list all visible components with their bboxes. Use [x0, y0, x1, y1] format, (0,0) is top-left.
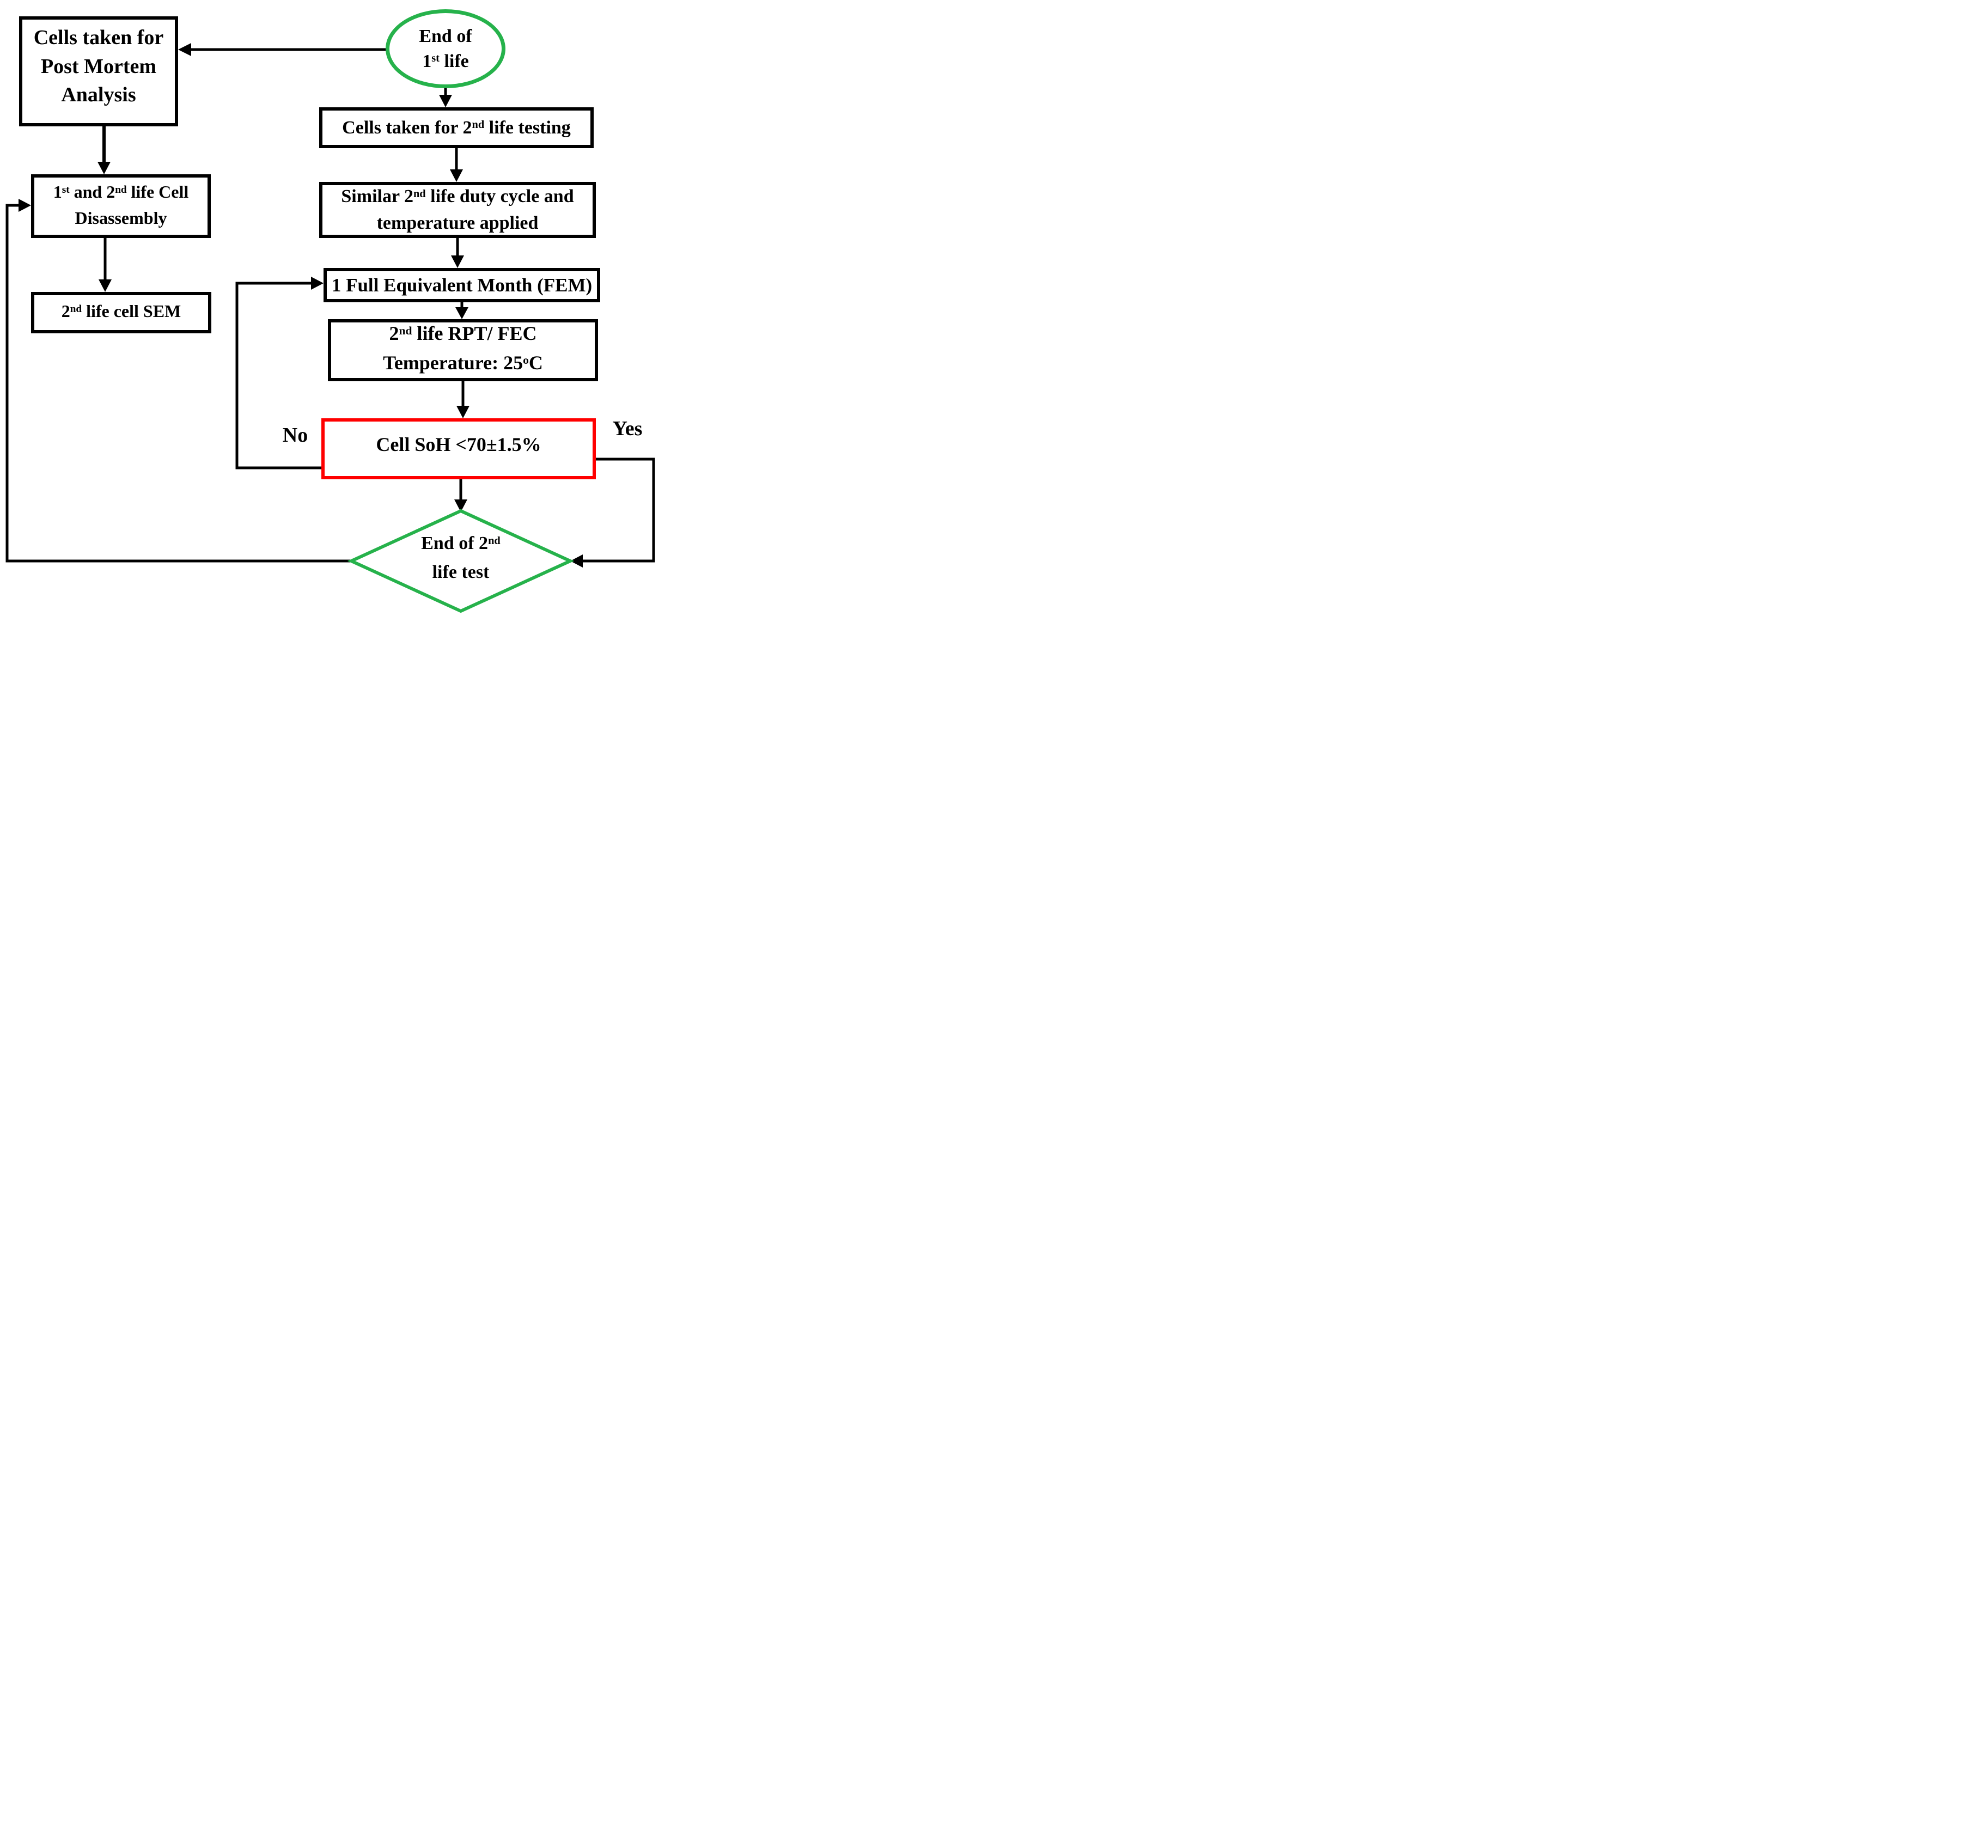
edge-fem-to-rpt [455, 301, 468, 319]
node-cell-soh-check: Cell SoH <70±1.5% [321, 418, 596, 479]
node-post-mortem-analysis: Cells taken for Post Mortem Analysis [19, 16, 178, 126]
node-label-line: Temperature: 25oC [383, 352, 543, 374]
node-label-line: End of [419, 26, 472, 46]
edge-dutycycle-to-fem [451, 236, 464, 268]
node-label-line: Similar 2nd life duty cycle and [341, 186, 574, 207]
node-cell-disassembly: 1st and 2nd life Cell Disassembly [31, 174, 211, 238]
node-label-line: temperature applied [376, 212, 539, 233]
node-label-line: Disassembly [75, 208, 167, 228]
node-label-line: 1st life [422, 51, 469, 71]
node-cells-2nd-life-testing: Cells taken for 2nd life testing [319, 107, 594, 148]
node-label-line: End of 2nd [421, 533, 501, 554]
node-label-line: Analysis [61, 83, 136, 107]
flowchart-canvas: Cells taken for Post Mortem Analysis End… [0, 0, 663, 616]
node-label-line: Post Mortem [40, 54, 157, 78]
edge-soh-yes-loop [570, 458, 655, 568]
label-no: No [282, 424, 308, 447]
node-label-line: Cells taken for 2nd life testing [342, 117, 571, 138]
edge-disassembly-to-sem [99, 236, 112, 292]
node-rpt-fec-temperature: 2nd life RPT/ FEC Temperature: 25oC [328, 319, 598, 381]
node-label-line: 2nd life RPT/ FEC [389, 322, 537, 344]
node-label-line: 1 Full Equivalent Month (FEM) [331, 274, 593, 296]
node-label-line: life test [432, 562, 490, 582]
node-2nd-life-cell-sem: 2nd life cell SEM [31, 292, 211, 333]
edge-rpt-to-soh [456, 380, 469, 418]
label-yes: Yes [612, 417, 643, 440]
edge-end1st-to-postmortem [178, 43, 387, 56]
edge-testing-to-dutycycle [450, 147, 463, 182]
edge-end2nd-to-disassembly [5, 199, 353, 563]
node-duty-cycle-temperature: Similar 2nd life duty cycle and temperat… [319, 182, 596, 238]
node-full-equivalent-month: 1 Full Equivalent Month (FEM) [324, 268, 600, 302]
node-label-line: 1st and 2nd life Cell [53, 181, 189, 202]
node-label-line: 2nd life cell SEM [61, 301, 181, 321]
flow-connectors [5, 43, 655, 613]
edge-postmortem-to-disassembly [97, 125, 111, 174]
edge-soh-to-end2nd [454, 478, 467, 512]
node-end-2nd-life-test: End of 2nd life test [351, 515, 570, 602]
edge-soh-no-loop [235, 277, 324, 469]
node-end-2nd-life-diamond-shape [347, 509, 575, 613]
node-label-line: Cell SoH <70±1.5% [376, 434, 541, 455]
node-end-of-1st-life: End of 1st life [386, 9, 505, 88]
node-label-line: Cells taken for [33, 26, 164, 50]
edge-end1st-to-testing [439, 86, 452, 107]
